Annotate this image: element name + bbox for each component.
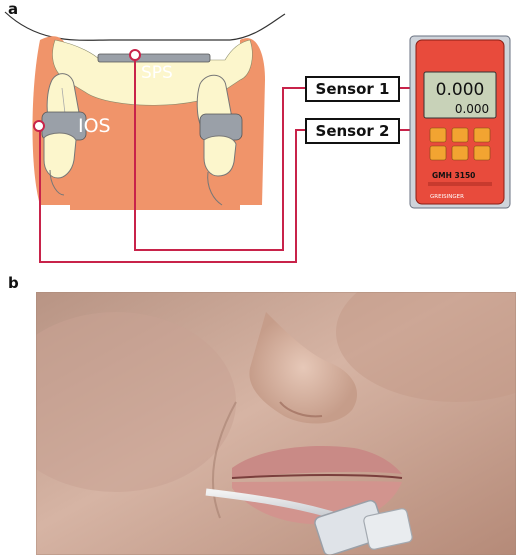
oral-sensor-diagram: 0.000 0.000 GMH 3150 GREISINGER bbox=[4, 11, 511, 263]
ios-sensor-point bbox=[33, 120, 45, 132]
panel-label-a: a bbox=[8, 0, 19, 18]
palate-outline bbox=[4, 11, 286, 41]
mouth-tube bbox=[205, 488, 338, 520]
sps-sensor-bar bbox=[97, 53, 211, 63]
cheek-tissue-right bbox=[238, 38, 265, 205]
sensor-1-box: Sensor 1 bbox=[305, 76, 400, 102]
device-display-bottom: 0.000 bbox=[455, 102, 489, 116]
nose bbox=[249, 312, 358, 424]
tooth-right-lower-icon bbox=[203, 135, 237, 206]
device-model: GMH 3150 bbox=[432, 171, 475, 180]
panel-label-b: b bbox=[8, 274, 19, 292]
face-photo bbox=[36, 292, 516, 555]
sps-sensor-point bbox=[129, 49, 141, 61]
pressure-meter-device: 0.000 0.000 GMH 3150 GREISINGER bbox=[409, 35, 511, 209]
device-brand: GREISINGER bbox=[430, 194, 464, 200]
ios-label: IOS bbox=[78, 115, 111, 137]
tooth-left-lower-icon bbox=[43, 132, 77, 196]
sps-label: SPS bbox=[141, 63, 173, 83]
sensor-2-box: Sensor 2 bbox=[305, 118, 400, 144]
device-display-top: 0.000 bbox=[436, 80, 485, 100]
upper-lip bbox=[232, 446, 402, 478]
